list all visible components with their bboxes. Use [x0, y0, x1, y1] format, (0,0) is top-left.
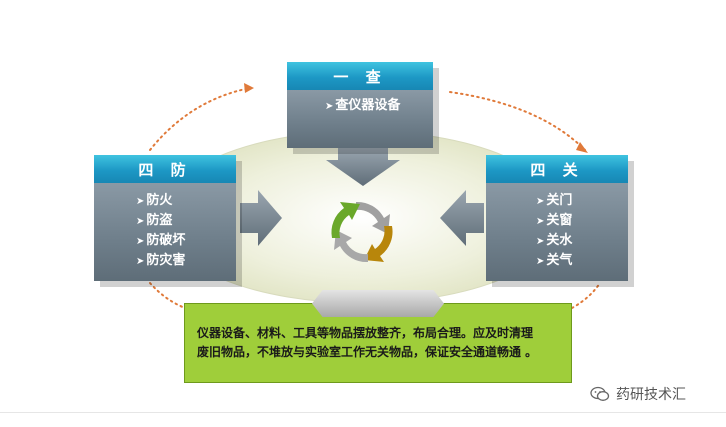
chevron-bullet-icon: ➤ — [136, 236, 145, 247]
arrow-from-top — [326, 148, 400, 186]
left-box-item: ➤防火 — [136, 193, 173, 208]
right-box-item: ➤关窗 — [536, 213, 573, 228]
right-box: 四 关 ➤关门 ➤关窗 ➤关水 ➤关气 — [486, 155, 634, 287]
top-box-title: 一 查 — [287, 62, 433, 91]
left-box-item: ➤防破坏 — [136, 233, 186, 248]
arrow-from-right — [440, 190, 484, 246]
top-box-item: ➤查仪器设备 — [325, 98, 401, 113]
orbit-arc-top-left — [149, 87, 251, 151]
chevron-bullet-icon: ➤ — [325, 101, 334, 112]
orbit-arc-bottom-left — [149, 282, 186, 309]
chevron-bullet-icon: ➤ — [536, 216, 545, 227]
chevron-bullet-icon: ➤ — [536, 196, 545, 207]
left-box: 四 防 ➤防火 ➤防盗 ➤防破坏 ➤防灾害 — [94, 155, 242, 287]
left-box-item: ➤防盗 — [136, 213, 173, 228]
left-box-item: ➤防灾害 — [136, 253, 186, 268]
right-box-body: ➤关门 ➤关窗 ➤关水 ➤关气 — [486, 183, 628, 281]
note-tab — [312, 290, 444, 317]
note-line-1: 仪器设备、材料、工具等物品摆放整齐，布局合理。应及时清理 — [197, 326, 534, 340]
arrow-from-left — [240, 190, 282, 246]
right-box-title: 四 关 — [486, 155, 628, 184]
chevron-bullet-icon: ➤ — [536, 236, 545, 247]
wechat-icon — [590, 386, 610, 401]
top-box-body: ➤查仪器设备 — [287, 90, 433, 148]
cycle-icon — [331, 201, 393, 263]
chevron-bullet-icon: ➤ — [136, 256, 145, 267]
orbit-arc-bottom-right — [571, 282, 601, 309]
left-box-title: 四 防 — [94, 155, 236, 184]
note-line-2: 废旧物品，不堆放与实验室工作无关物品，保证安全通道畅通 。 — [197, 345, 538, 359]
watermark: 药研技术汇 — [590, 384, 686, 404]
right-box-item: ➤关气 — [536, 253, 573, 268]
orbit-arc-top-right — [449, 91, 586, 151]
top-box: 一 查 ➤查仪器设备 — [287, 62, 439, 154]
chevron-bullet-icon: ➤ — [136, 196, 145, 207]
orbit-arrowhead-right — [576, 142, 588, 153]
right-box-item: ➤关水 — [536, 233, 573, 248]
bottom-note: 仪器设备、材料、工具等物品摆放整齐，布局合理。应及时清理 废旧物品，不堆放与实验… — [184, 303, 572, 383]
left-box-body: ➤防火 ➤防盗 ➤防破坏 ➤防灾害 — [94, 183, 236, 281]
footer-divider — [0, 412, 726, 413]
chevron-bullet-icon: ➤ — [136, 216, 145, 227]
right-box-item: ➤关门 — [536, 193, 573, 208]
chevron-bullet-icon: ➤ — [536, 256, 545, 267]
orbit-arrowhead-left — [244, 83, 254, 93]
watermark-text: 药研技术汇 — [616, 387, 686, 403]
